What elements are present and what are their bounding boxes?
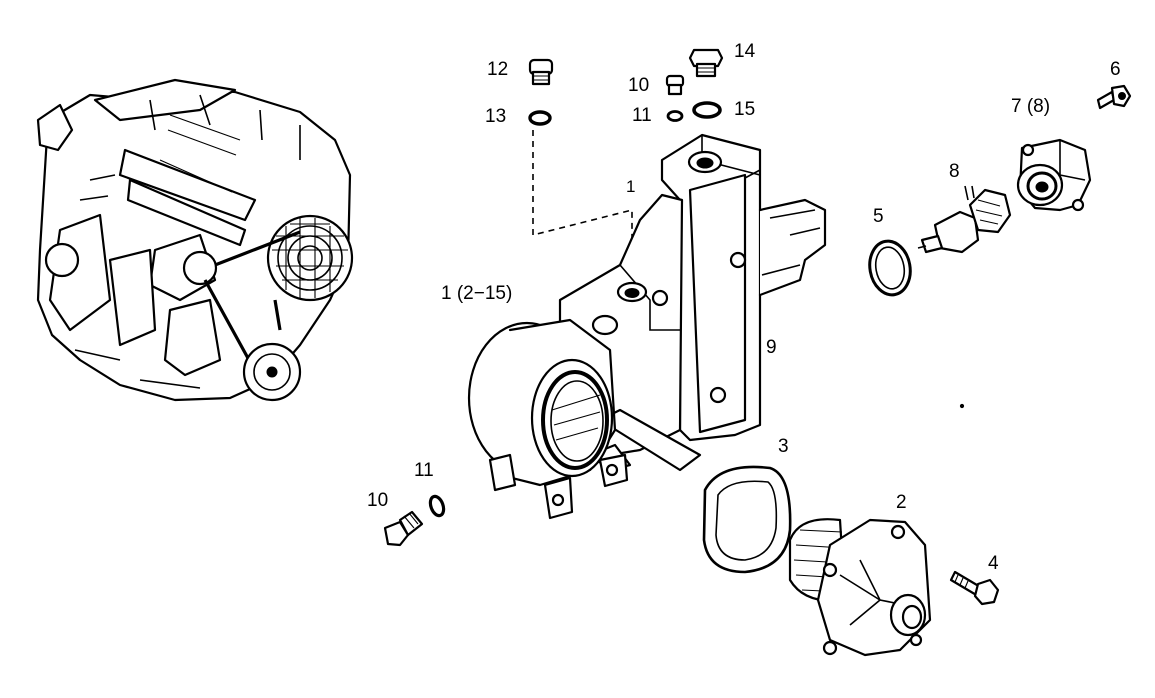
- seal-ring-13: [528, 110, 552, 126]
- o-ring-5: [868, 239, 912, 297]
- water-pump-2: [788, 518, 932, 657]
- callout-8: 8: [949, 161, 960, 182]
- gasket-3: [702, 465, 792, 574]
- thermostat-8: [917, 185, 1012, 254]
- callout-5: 5: [873, 206, 884, 227]
- plug-12: [528, 58, 554, 86]
- callout-4: 4: [988, 553, 999, 574]
- dashed-ref-label: 1: [626, 177, 635, 196]
- thermostat-housing-7: [1016, 138, 1092, 212]
- stray-dot: [959, 403, 965, 409]
- seal-ring-11-bottom: [428, 494, 446, 518]
- seal-ring-11-top: [666, 110, 684, 122]
- callout-10-bottom: 10: [367, 490, 389, 511]
- callout-14: 14: [734, 41, 756, 62]
- callout-2: 2: [896, 492, 907, 513]
- coolant-pump-housing: [467, 133, 827, 520]
- callout-15: 15: [734, 99, 756, 120]
- engine-overview: [36, 78, 354, 402]
- seal-ring-15: [692, 101, 722, 119]
- plug-10-bottom: [383, 510, 424, 547]
- callout-11-bottom: 11: [414, 460, 434, 481]
- plug-14: [688, 48, 724, 78]
- bolt-4: [949, 570, 1000, 606]
- callout-9: 9: [766, 337, 777, 358]
- callout-12: 12: [487, 59, 509, 80]
- callout-7: 7 (8): [1011, 96, 1051, 117]
- dashed-assembly-line: [532, 130, 633, 265]
- callout-3: 3: [778, 436, 789, 457]
- callout-1: 1 (2−15): [441, 283, 513, 304]
- callout-11-top: 11: [632, 105, 652, 126]
- plug-10-top: [665, 74, 685, 96]
- screw-6: [1096, 84, 1132, 110]
- callout-13: 13: [485, 106, 507, 127]
- callout-6: 6: [1110, 59, 1121, 80]
- callout-10-top: 10: [628, 75, 650, 96]
